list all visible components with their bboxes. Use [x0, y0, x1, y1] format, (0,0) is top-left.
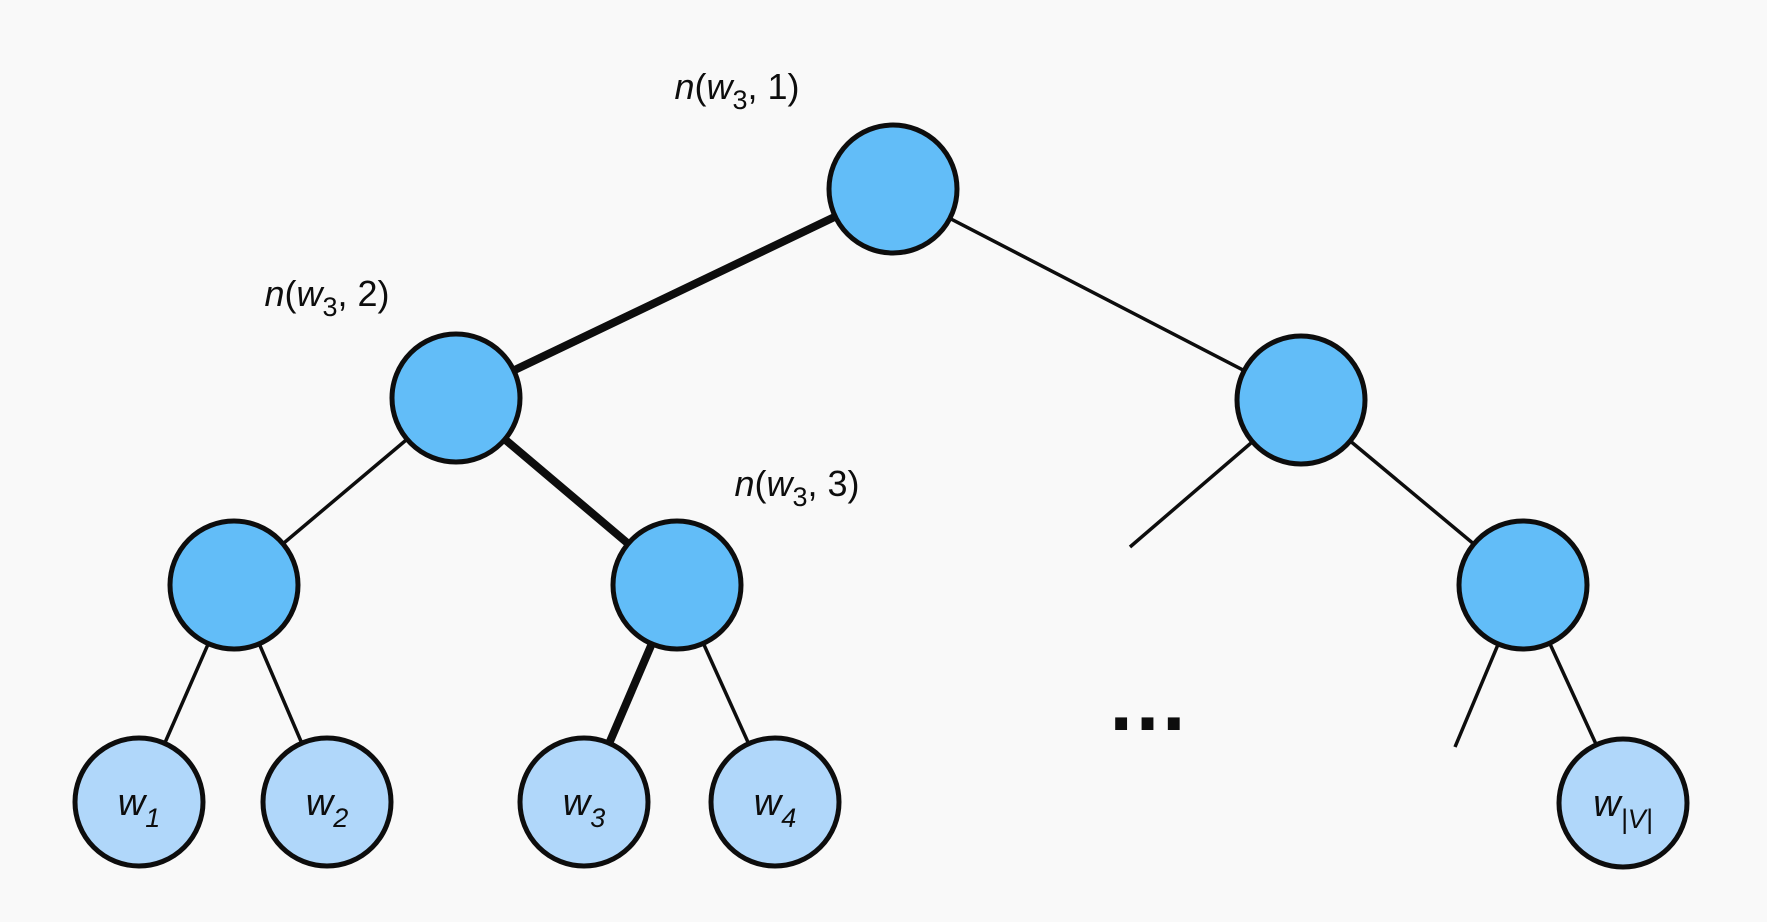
node-right-child: [1456, 518, 1590, 652]
node-right-internal: [1234, 333, 1368, 467]
edge-bold-root-to-left-internal: [454, 185, 895, 402]
leaf-node-w3: [517, 735, 651, 869]
leaf-node-wV: [1556, 736, 1690, 870]
node-left-child: [167, 518, 301, 652]
label-n-w3-3: n(w3, 3): [734, 463, 859, 512]
leaf-node-w1: [72, 735, 206, 869]
leaf-node-w4: [708, 735, 842, 869]
label-w2: w2: [306, 782, 348, 833]
label-n-w3-2: n(w3, 2): [264, 273, 389, 322]
label-wV: w|V|: [1593, 783, 1653, 834]
label-w3: w3: [563, 782, 605, 833]
label-w4: w4: [754, 782, 796, 833]
label-n-w3-1: n(w3, 1): [674, 66, 799, 115]
node-left-internal: [389, 331, 523, 465]
ellipsis-dots: ...: [1109, 654, 1188, 748]
edge-root-to-right-internal: [892, 187, 1302, 402]
node-root: [826, 122, 960, 256]
node-path-internal: [610, 518, 744, 652]
leaf-node-w2: [260, 735, 394, 869]
label-w1: w1: [118, 782, 160, 833]
